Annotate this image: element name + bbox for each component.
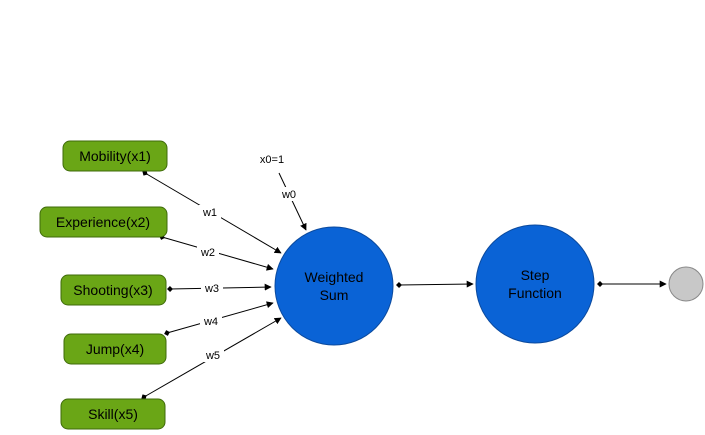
input-label-mobility: Mobility(x1) bbox=[79, 148, 151, 164]
weighted-sum-label-line1: Weighted bbox=[305, 269, 364, 285]
weight-label-w3: w3 bbox=[204, 283, 219, 295]
weight-labels: w1 w2 w3 w4 w5 w0 x0=1 bbox=[197, 154, 301, 362]
input-node-jump: Jump(x4) bbox=[63, 333, 167, 365]
input-label-shooting: Shooting(x3) bbox=[73, 282, 152, 298]
step-function-label-line2: Function bbox=[508, 285, 562, 301]
input-node-mobility: Mobility(x1) bbox=[62, 140, 168, 172]
input-node-skill: Skill(x5) bbox=[60, 398, 166, 430]
weight-label-w4: w4 bbox=[203, 316, 218, 328]
bias-label: x0=1 bbox=[260, 154, 284, 166]
input-label-jump: Jump(x4) bbox=[86, 341, 144, 357]
input-node-experience: Experience(x2) bbox=[39, 206, 168, 238]
step-function-node: Step Function bbox=[475, 224, 595, 344]
edge-bias bbox=[278, 172, 307, 231]
weight-label-w2: w2 bbox=[200, 247, 215, 259]
weight-label-w0: w0 bbox=[281, 189, 296, 201]
weighted-sum-label-line2: Sum bbox=[320, 287, 349, 303]
weighted-sum-node: Weighted Sum bbox=[274, 226, 394, 346]
output-node bbox=[668, 266, 704, 302]
input-label-experience: Experience(x2) bbox=[56, 214, 150, 230]
input-nodes: Mobility(x1) Experience(x2) Shooting(x3)… bbox=[39, 140, 168, 430]
step-function-label-line1: Step bbox=[521, 267, 550, 283]
weight-label-w1: w1 bbox=[202, 207, 217, 219]
input-label-skill: Skill(x5) bbox=[88, 406, 138, 422]
edge-sum-to-step bbox=[396, 280, 474, 288]
weight-label-w5: w5 bbox=[205, 350, 220, 362]
input-node-shooting: Shooting(x3) bbox=[60, 274, 167, 306]
